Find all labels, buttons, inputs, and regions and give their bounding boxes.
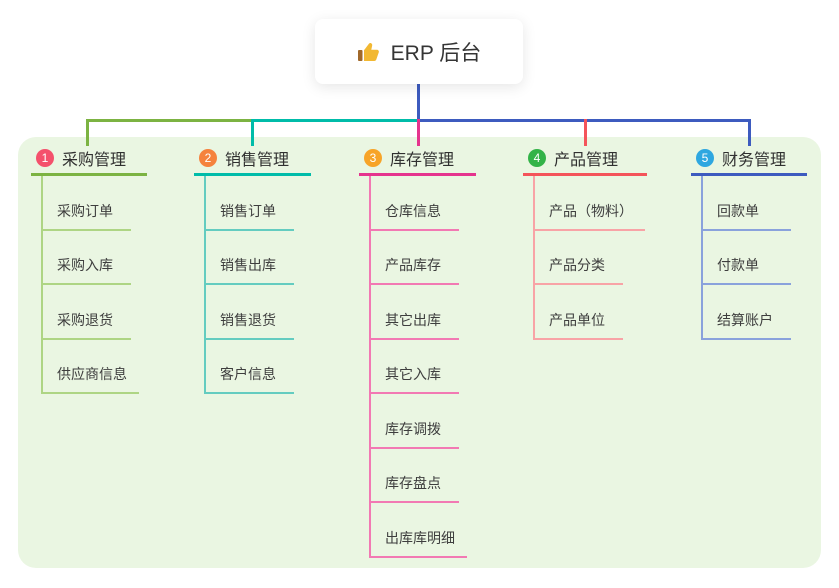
branch-drop-line-2 (251, 119, 254, 146)
branch-node: 4 产品管理 (523, 143, 647, 176)
branch-number-badge: 4 (528, 149, 546, 167)
branch-number-badge: 2 (199, 149, 217, 167)
branch-title: 产品管理 (554, 152, 619, 169)
child-node: 产品库存 (371, 231, 459, 285)
root-title: ERP 后台 (390, 41, 482, 65)
branch-number-badge: 3 (364, 149, 382, 167)
branch-drop-line-5 (748, 119, 751, 146)
branch-node: 3 库存管理 (359, 143, 476, 176)
branch-children: 产品（物料）产品分类产品单位 (533, 176, 647, 340)
branch-column-2: 2 销售管理销售订单销售出库销售退货客户信息 (194, 143, 311, 394)
branch-column-3: 3 库存管理仓库信息产品库存其它出库其它入库库存调拨库存盘点出库库明细 (359, 143, 476, 558)
child-node: 付款单 (703, 231, 791, 285)
mindmap-canvas-panel (18, 137, 821, 568)
branch-title: 采购管理 (62, 152, 127, 169)
child-node: 库存盘点 (371, 449, 459, 503)
branch-drop-line-1 (86, 119, 89, 146)
branch-drop-line-3 (417, 119, 420, 146)
branch-column-4: 4 产品管理产品（物料）产品分类产品单位 (523, 143, 647, 340)
branch-children: 销售订单销售出库销售退货客户信息 (204, 176, 311, 394)
branch-title: 库存管理 (390, 152, 455, 169)
child-node: 其它出库 (371, 285, 459, 340)
branch-children: 仓库信息产品库存其它出库其它入库库存调拨库存盘点出库库明细 (369, 176, 476, 558)
branch-column-1: 1 采购管理采购订单采购入库采购退货供应商信息 (31, 143, 147, 394)
branch-node: 5 财务管理 (691, 143, 807, 176)
bus-connector-mid (251, 119, 419, 122)
child-node: 其它入库 (371, 340, 459, 394)
child-node: 产品单位 (535, 285, 623, 340)
branch-column-5: 5 财务管理回款单付款单结算账户 (691, 143, 807, 340)
branch-children: 回款单付款单结算账户 (701, 176, 807, 340)
bus-connector-left (86, 119, 253, 122)
child-node: 销售退货 (206, 285, 294, 340)
child-node: 仓库信息 (371, 176, 459, 231)
mindmap-root-node: ERP 后台 (315, 19, 523, 84)
branch-drop-line-4 (584, 119, 587, 146)
thumbs-up-icon (357, 40, 381, 64)
branch-title: 销售管理 (225, 152, 290, 169)
child-node: 销售订单 (206, 176, 294, 231)
branch-node: 1 采购管理 (31, 143, 147, 176)
branch-number-badge: 5 (696, 149, 714, 167)
child-node: 产品（物料） (535, 176, 645, 231)
child-node: 采购订单 (43, 176, 131, 231)
child-node: 结算账户 (703, 285, 791, 340)
child-node: 供应商信息 (43, 340, 139, 394)
branch-node: 2 销售管理 (194, 143, 311, 176)
child-node: 出库库明细 (371, 503, 467, 558)
branch-title: 财务管理 (722, 152, 787, 169)
child-node: 销售出库 (206, 231, 294, 285)
child-node: 回款单 (703, 176, 791, 231)
branch-children: 采购订单采购入库采购退货供应商信息 (41, 176, 147, 394)
root-connector-line (417, 84, 420, 121)
child-node: 采购入库 (43, 231, 131, 285)
child-node: 采购退货 (43, 285, 131, 340)
child-node: 产品分类 (535, 231, 623, 285)
child-node: 库存调拨 (371, 394, 459, 449)
child-node: 客户信息 (206, 340, 294, 394)
branch-number-badge: 1 (36, 149, 54, 167)
